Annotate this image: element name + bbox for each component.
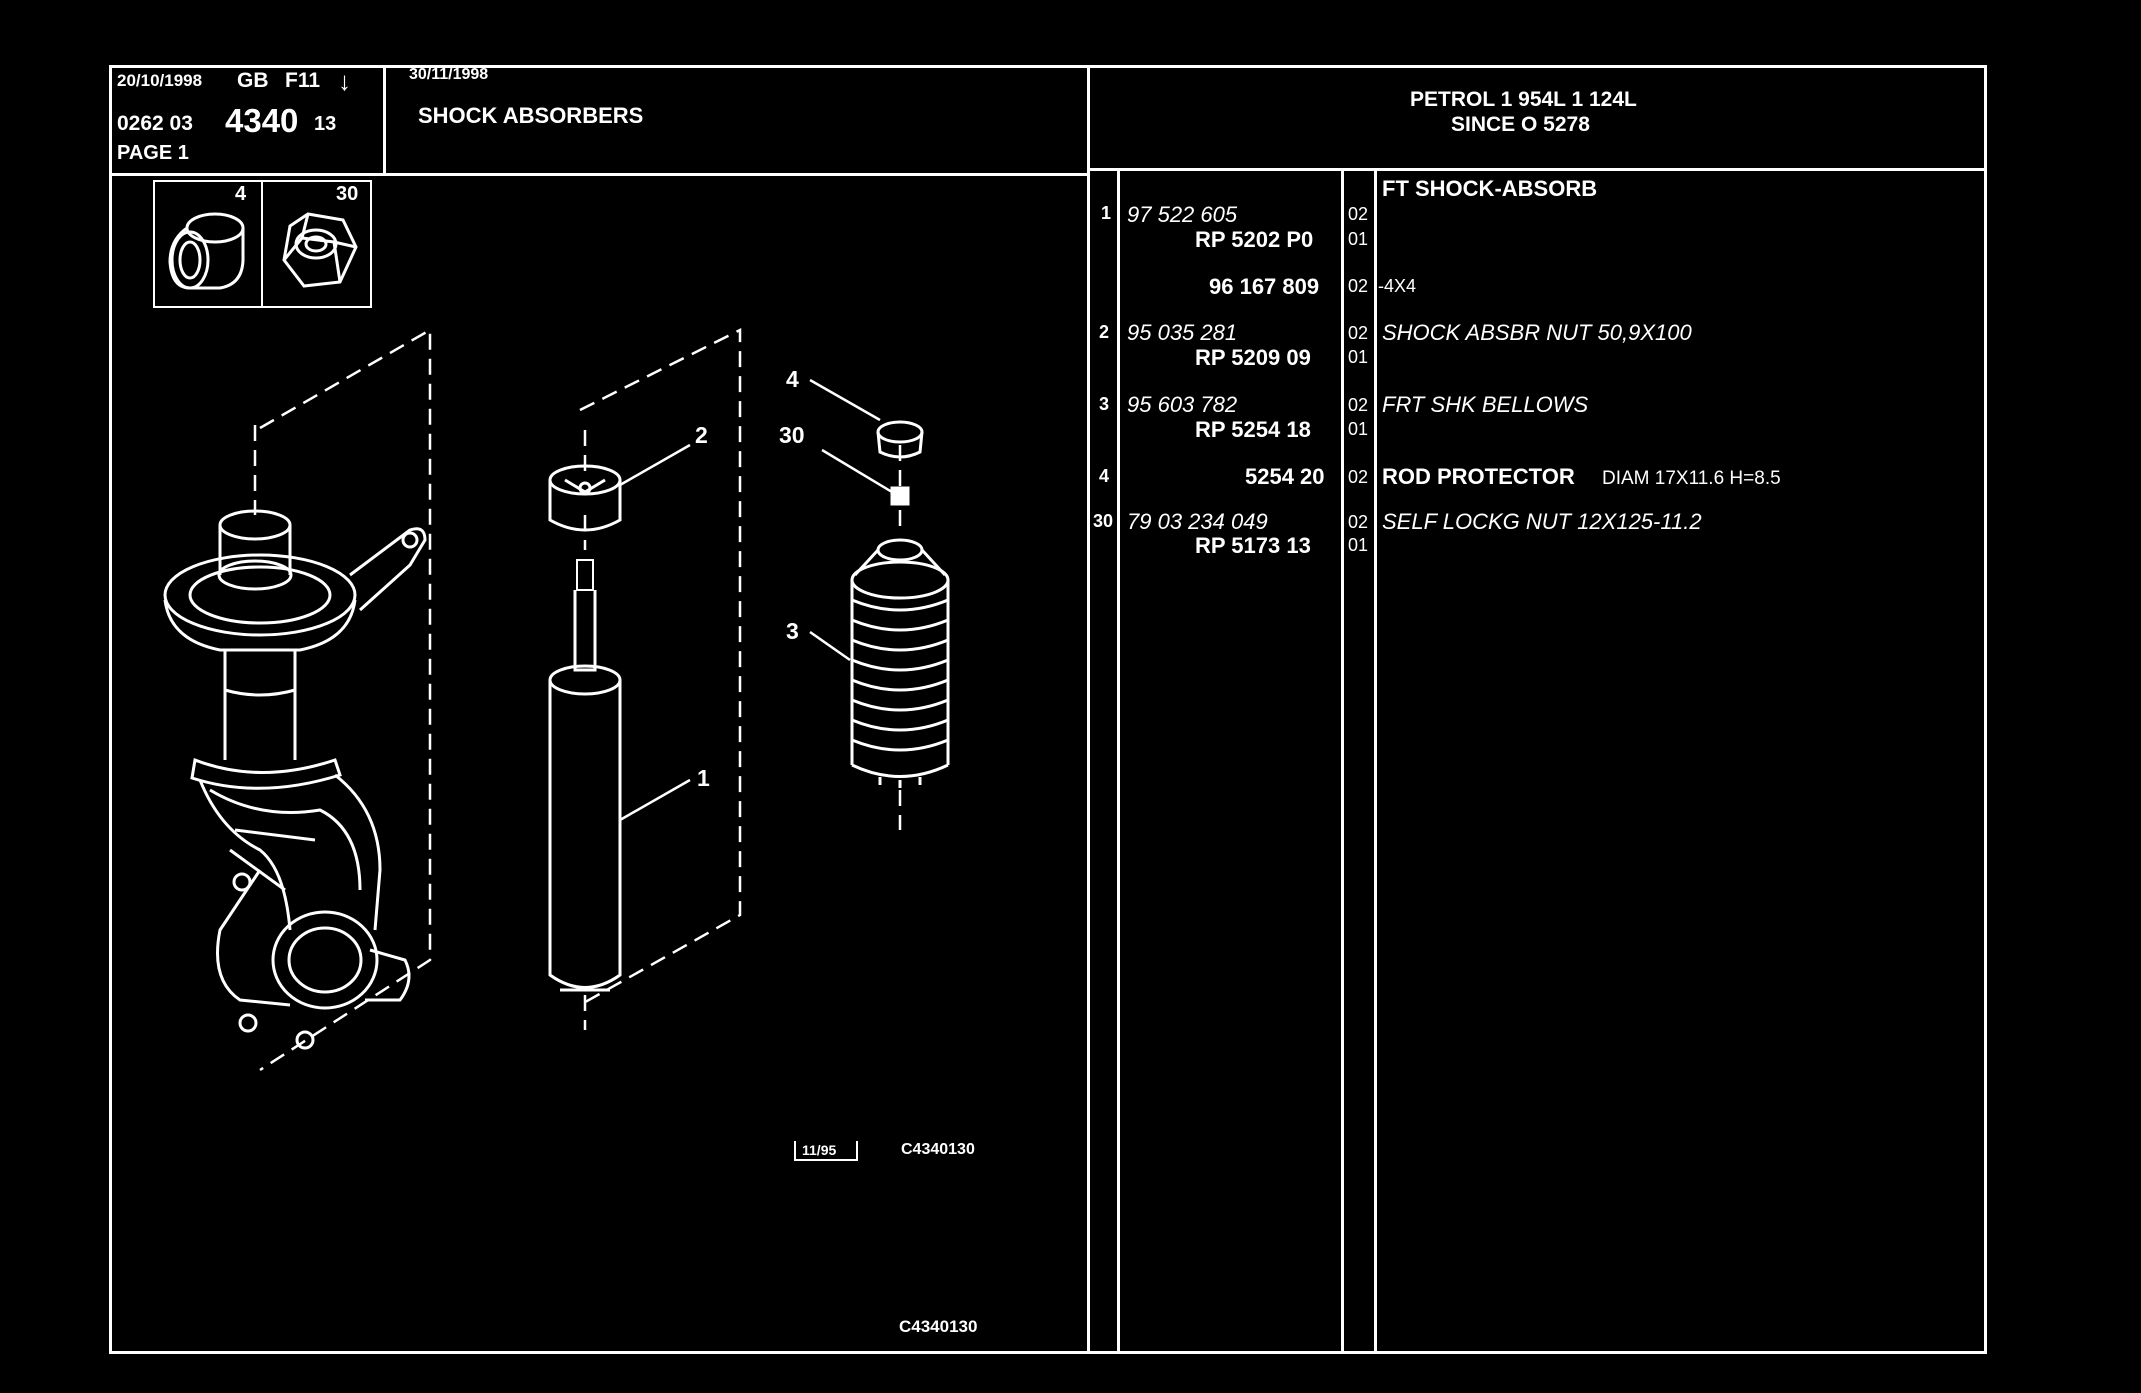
row-desc: FRT SHK BELLOWS bbox=[1382, 392, 1589, 417]
row-part: RP 5173 13 bbox=[1195, 533, 1311, 558]
col-line-2 bbox=[1341, 170, 1344, 1354]
row-ref: 3 bbox=[1099, 394, 1110, 414]
header-bottom-left bbox=[109, 173, 1089, 176]
leader-2 bbox=[619, 443, 691, 487]
row-part: 95 603 782 bbox=[1127, 392, 1238, 417]
leader-1 bbox=[619, 778, 691, 822]
nut-drawing bbox=[890, 486, 910, 506]
row-ref: 2 bbox=[1099, 322, 1110, 342]
row-part: 5254 20 bbox=[1245, 464, 1325, 489]
row-part: RP 5254 18 bbox=[1195, 417, 1311, 442]
callout-30: 30 bbox=[779, 422, 805, 448]
col-line-3 bbox=[1374, 170, 1377, 1354]
family-code: F11 bbox=[285, 69, 321, 92]
row-ref: 1 bbox=[1101, 203, 1112, 223]
row-desc: -4X4 bbox=[1378, 276, 1417, 296]
row-qty: 02 bbox=[1348, 512, 1369, 532]
header-divider-left bbox=[383, 65, 386, 175]
col-line-1 bbox=[1117, 170, 1120, 1354]
code-prefix: 0262 03 bbox=[117, 112, 193, 135]
row-part: 96 167 809 bbox=[1209, 274, 1320, 299]
row-part: 97 522 605 bbox=[1127, 202, 1238, 227]
row-qty: 01 bbox=[1348, 229, 1369, 249]
row-qty: 02 bbox=[1348, 467, 1369, 487]
rod-protector-drawing bbox=[876, 420, 924, 459]
parts-title: FT SHOCK-ABSORB bbox=[1382, 176, 1598, 201]
code-main: 4340 bbox=[225, 102, 299, 139]
strut-knuckle-drawing bbox=[163, 509, 427, 1050]
row-part: RP 5202 P0 bbox=[1195, 227, 1314, 252]
since-line: SINCE O 5278 bbox=[1451, 113, 1590, 136]
code-suffix: 13 bbox=[314, 113, 337, 135]
exploded-diagram bbox=[163, 327, 950, 1072]
thumbnail-ref-30: 30 bbox=[336, 183, 359, 205]
guide-frame-left bbox=[259, 327, 432, 1072]
bellows-drawing bbox=[850, 538, 950, 788]
guide-line-bottom bbox=[583, 790, 902, 1030]
thumbnail-ref-4: 4 bbox=[235, 183, 247, 205]
row-part: 79 03 234 049 bbox=[1127, 509, 1268, 534]
ref-code: C4340130 bbox=[901, 1141, 975, 1158]
country-code: GB bbox=[237, 69, 269, 92]
rod-protector-icon bbox=[168, 212, 245, 290]
callout-1: 1 bbox=[697, 765, 710, 791]
update-date: 30/11/1998 bbox=[409, 66, 489, 83]
callout-3: 3 bbox=[786, 618, 799, 644]
row-qty: 02 bbox=[1348, 323, 1369, 343]
stamp-box bbox=[794, 1141, 858, 1161]
row-ref: 30 bbox=[1093, 511, 1114, 531]
row-part: RP 5209 09 bbox=[1195, 345, 1311, 370]
row-desc-bold: ROD PROTECTOR bbox=[1382, 464, 1575, 489]
shock-absorber-drawing bbox=[548, 559, 622, 992]
page-label: PAGE 1 bbox=[117, 142, 189, 164]
row-qty: 01 bbox=[1348, 347, 1369, 367]
row-qty: 02 bbox=[1348, 276, 1369, 296]
callout-4: 4 bbox=[786, 366, 799, 392]
row-desc: DIAM 17X11.6 H=8.5 bbox=[1602, 468, 1781, 489]
header-bottom-right bbox=[1087, 168, 1987, 171]
thumbnail-divider bbox=[261, 180, 263, 308]
arrow-down-icon: ↓ bbox=[338, 66, 351, 96]
top-mount-drawing bbox=[548, 464, 622, 532]
row-qty: 01 bbox=[1348, 419, 1369, 439]
section-title: SHOCK ABSORBERS bbox=[418, 103, 644, 128]
main-divider bbox=[1087, 65, 1090, 1354]
leader-30 bbox=[821, 448, 893, 494]
callout-2: 2 bbox=[695, 422, 708, 448]
row-part: 95 035 281 bbox=[1127, 320, 1238, 345]
row-desc: SELF LOCKG NUT 12X125-11.2 bbox=[1382, 509, 1702, 534]
stamp-date: 11/95 bbox=[802, 1142, 837, 1158]
engine-line: PETROL 1 954L 1 124L bbox=[1410, 88, 1637, 111]
row-desc: SHOCK ABSBR NUT 50,9X100 bbox=[1382, 320, 1692, 345]
leader-3 bbox=[809, 630, 851, 662]
row-qty: 02 bbox=[1348, 395, 1369, 415]
issue-date: 20/10/1998 bbox=[117, 71, 203, 90]
footer-code: C4340130 bbox=[899, 1317, 978, 1336]
page-frame bbox=[109, 65, 1987, 1354]
row-qty: 02 bbox=[1348, 204, 1369, 224]
nut-icon bbox=[282, 212, 358, 288]
guide-frame-middle bbox=[579, 327, 742, 1007]
leader-4 bbox=[809, 378, 881, 422]
row-ref: 4 bbox=[1099, 466, 1110, 486]
row-qty: 01 bbox=[1348, 535, 1369, 555]
